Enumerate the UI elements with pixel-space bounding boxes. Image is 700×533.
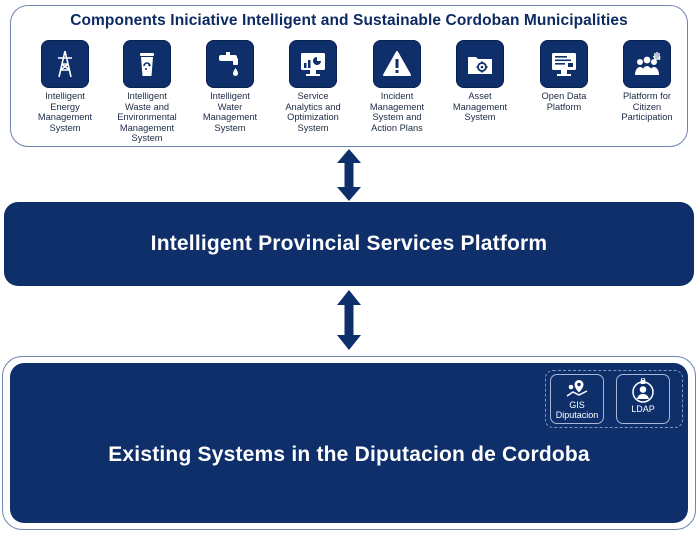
platform-label: Intelligent Provincial Services Platform bbox=[150, 232, 548, 255]
water-tap-icon bbox=[206, 40, 254, 88]
existing-systems-box: Existing Systems in the Diputacion de Co… bbox=[10, 363, 688, 523]
energy-tower-icon bbox=[41, 40, 89, 88]
map-pin-icon bbox=[566, 380, 588, 397]
recycle-bin-icon bbox=[123, 40, 171, 88]
components-panel-title: Components Iniciative Intelligent and Su… bbox=[70, 12, 628, 29]
provincial-services-platform: Intelligent Provincial Services Platform bbox=[4, 202, 694, 286]
analytics-monitor-icon bbox=[289, 40, 337, 88]
open-data-monitor-icon bbox=[540, 40, 588, 88]
bidirectional-arrow-top bbox=[337, 149, 361, 201]
citizen-group-icon bbox=[623, 40, 671, 88]
asset-folder-icon bbox=[456, 40, 504, 88]
warning-triangle-icon bbox=[373, 40, 421, 88]
existing-systems-label: Existing Systems in the Diputacion de Co… bbox=[108, 443, 590, 466]
subsystem-ldap-label: LDAP bbox=[631, 404, 655, 414]
bidirectional-arrow-bottom bbox=[337, 290, 361, 350]
subsystem-ldap: LDAP bbox=[616, 374, 670, 424]
user-lock-icon bbox=[632, 378, 654, 403]
components-panel: Components Iniciative Intelligent and Su… bbox=[10, 5, 688, 147]
